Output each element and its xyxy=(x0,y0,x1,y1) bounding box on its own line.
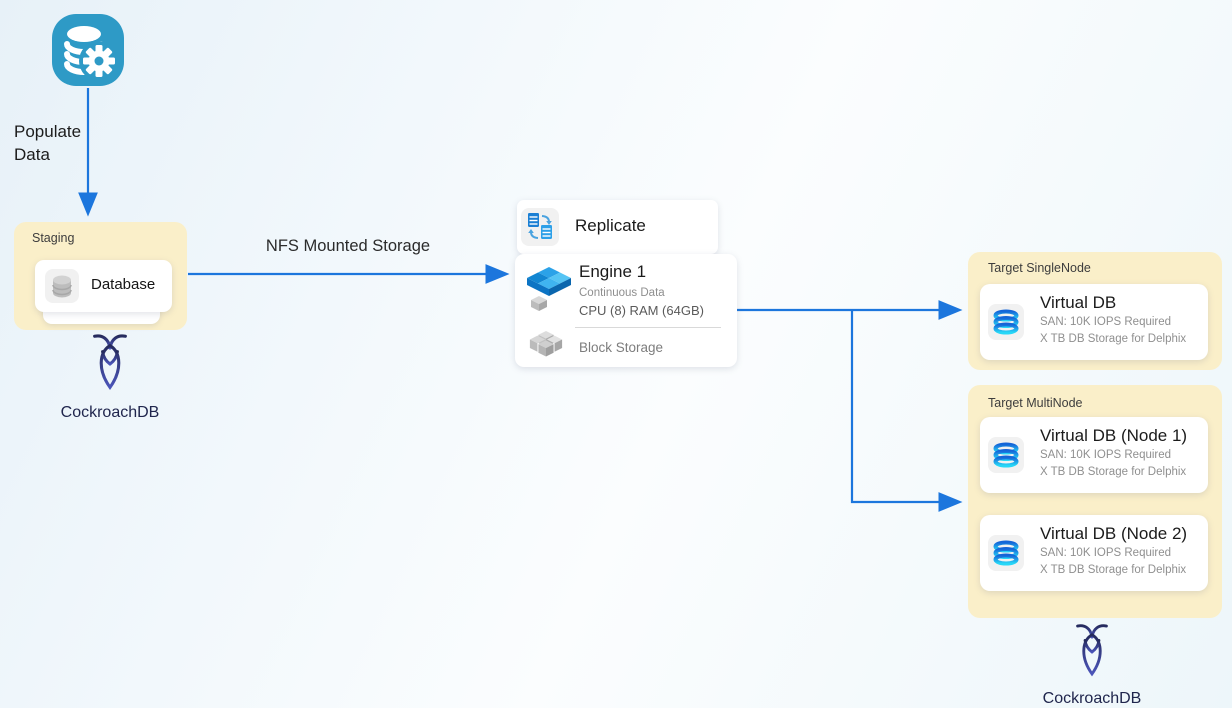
replicate-label: Replicate xyxy=(575,216,646,235)
replicate-icon xyxy=(521,208,559,246)
block-storage-label: Block Storage xyxy=(579,340,664,355)
engine-divider xyxy=(575,327,721,328)
virtual-db-node2-card: Virtual DB (Node 2) SAN: 10K IOPS Requir… xyxy=(980,515,1208,591)
virtual-db-icon xyxy=(988,535,1024,571)
staging-database-card: Database xyxy=(35,260,172,312)
cockroachdb-logo-right: CockroachDB xyxy=(1037,622,1147,708)
virtual-db-icon xyxy=(988,437,1024,473)
virtual-db-node1-card: Virtual DB (Node 1) SAN: 10K IOPS Requir… xyxy=(980,417,1208,493)
engine-title: Engine 1 xyxy=(579,262,647,281)
virtual-db-icon xyxy=(988,304,1024,340)
arrow-engine-to-multinode xyxy=(850,310,963,512)
cockroachdb-caption: CockroachDB xyxy=(60,404,160,421)
engine-continuous-data: Continuous Data xyxy=(579,287,665,299)
cockroachdb-caption: CockroachDB xyxy=(1042,690,1142,707)
block-storage-icon xyxy=(525,330,567,371)
virtual-db-node2-line1: SAN: 10K IOPS Required xyxy=(1040,547,1172,559)
target-multinode-panel: Target MultiNode Virtual DB (Node 1) SAN… xyxy=(968,385,1222,618)
cockroachdb-icon xyxy=(93,334,127,391)
target-singlenode-title: Target SingleNode xyxy=(988,261,1091,275)
virtual-db-node2-title: Virtual DB (Node 2) xyxy=(1040,524,1188,543)
staging-panel: Staging Database xyxy=(14,222,187,330)
virtual-db-line1: SAN: 10K IOPS Required xyxy=(1040,316,1172,328)
staging-title: Staging xyxy=(32,231,75,245)
populate-data-label: Populate Data xyxy=(14,122,82,164)
virtual-db-node1-line1: SAN: 10K IOPS Required xyxy=(1040,449,1172,461)
engine-cpu-ram: CPU (8) RAM (64GB) xyxy=(579,303,704,318)
virtual-db-node1-title: Virtual DB (Node 1) xyxy=(1040,426,1188,445)
target-multinode-title: Target MultiNode xyxy=(988,396,1083,410)
database-icon xyxy=(45,269,79,303)
target-singlenode-panel: Target SingleNode Virtual DB SAN: 10K IO… xyxy=(968,252,1222,370)
engine-card: Engine 1 Continuous Data CPU (8) RAM (64… xyxy=(515,254,737,367)
replicate-card: Replicate xyxy=(517,200,718,254)
cockroachdb-logo-left: CockroachDB xyxy=(55,332,165,422)
virtual-db-card: Virtual DB SAN: 10K IOPS Required X TB D… xyxy=(980,284,1208,360)
database-card-label: Database xyxy=(91,276,156,293)
database-gear-icon xyxy=(52,14,124,86)
virtual-db-node1-line2: X TB DB Storage for Delphix xyxy=(1040,466,1187,478)
engine-cubes-icon xyxy=(521,264,577,319)
virtual-db-title: Virtual DB xyxy=(1040,293,1117,312)
virtual-db-line2: X TB DB Storage for Delphix xyxy=(1040,333,1187,345)
virtual-db-node2-line2: X TB DB Storage for Delphix xyxy=(1040,564,1187,576)
cockroachdb-icon xyxy=(1076,624,1108,677)
nfs-mounted-storage-label: NFS Mounted Storage xyxy=(265,237,431,255)
